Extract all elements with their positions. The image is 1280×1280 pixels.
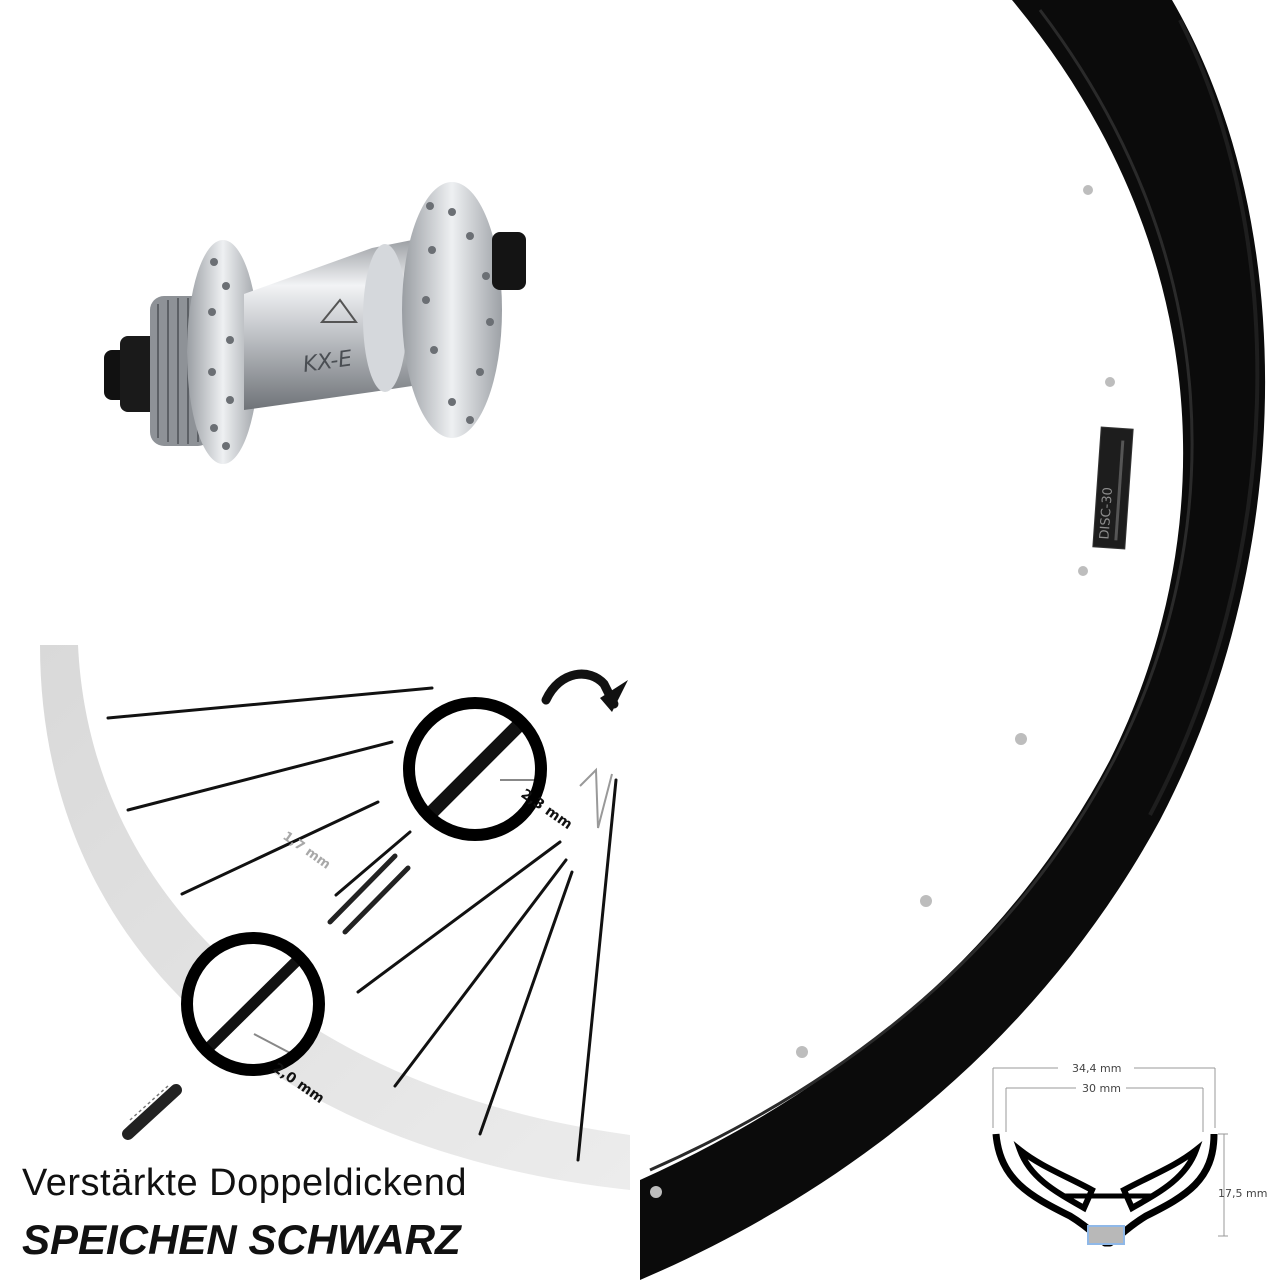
spoke-diagram: 2,3 mm 1,7 mm 2,0 mm bbox=[40, 645, 630, 1190]
hub-right-endcap bbox=[492, 232, 526, 290]
rim-inner-edge bbox=[649, 9, 1194, 1172]
hub-logo-icon bbox=[319, 298, 358, 323]
magnifier-top: 2,3 mm bbox=[403, 697, 575, 841]
rim-hole bbox=[650, 1186, 662, 1198]
spoke-head-icon bbox=[541, 669, 619, 709]
rim-outer-highlight bbox=[1148, 19, 1260, 816]
rim-hole bbox=[920, 895, 932, 907]
hub: KX-E bbox=[104, 182, 526, 464]
rim-profile-valve-insert bbox=[1087, 1225, 1125, 1245]
rim: DISC-30 bbox=[640, 0, 1266, 1280]
spoke-thread-icon bbox=[122, 1084, 182, 1140]
rim-decal: DISC-30 bbox=[1092, 426, 1134, 550]
rim-hole bbox=[1083, 185, 1093, 195]
hub-left-flange bbox=[187, 240, 259, 464]
label-outer-width: 34,4 mm bbox=[1072, 1062, 1121, 1075]
label-inner-width: 30 mm bbox=[1082, 1082, 1121, 1095]
rim-hole bbox=[1105, 377, 1115, 387]
label-height: 17,5 mm bbox=[1218, 1187, 1267, 1200]
caption-subtitle: SPEICHEN SCHWARZ bbox=[22, 1216, 461, 1263]
diagram-rim-arc bbox=[40, 645, 630, 1190]
rim-hole bbox=[1078, 566, 1088, 576]
rim-profile: 34,4 mm 30 mm 17,5 mm bbox=[992, 1062, 1267, 1247]
magnifier-bottom: 2,0 mm bbox=[181, 932, 327, 1107]
rim-hole bbox=[796, 1046, 808, 1058]
rim-body bbox=[640, 0, 1266, 1280]
rim-hole bbox=[1015, 733, 1027, 745]
zigzag-icon bbox=[579, 767, 613, 829]
rim-decal-text: DISC-30 bbox=[1097, 487, 1116, 540]
caption-title: Verstärkte Doppeldickend bbox=[22, 1162, 468, 1204]
